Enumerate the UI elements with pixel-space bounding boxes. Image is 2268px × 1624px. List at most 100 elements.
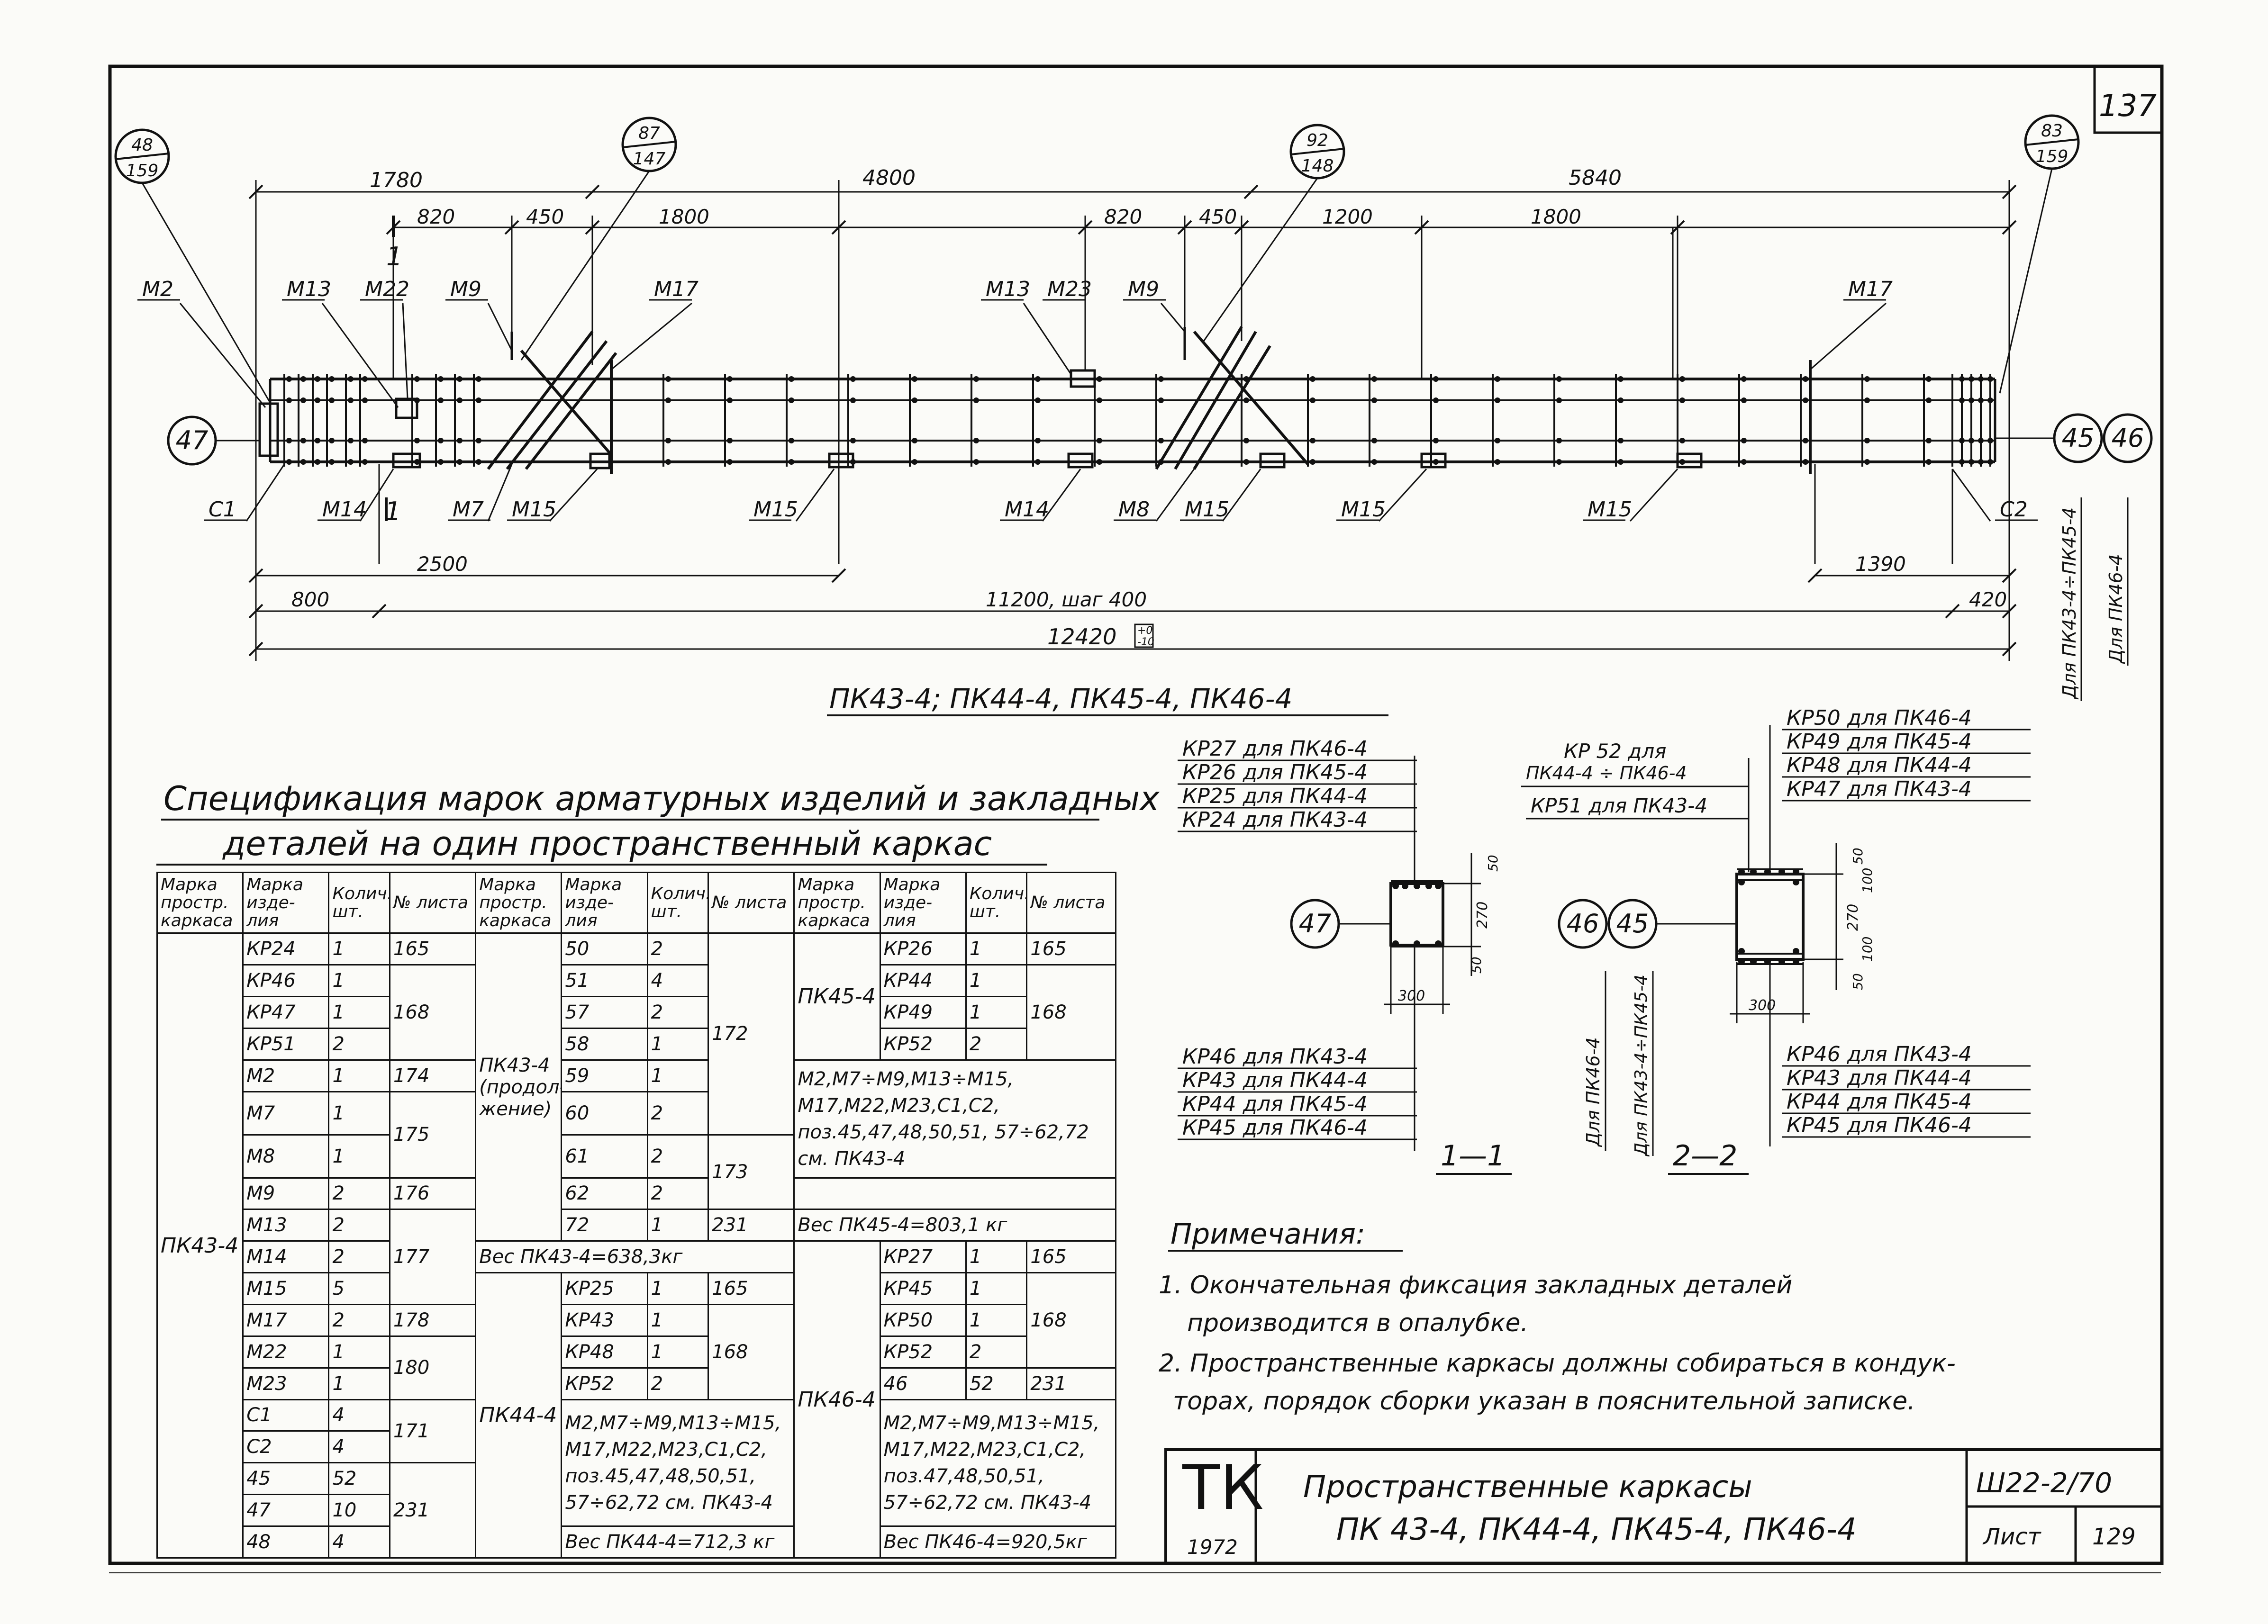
node-circle: 47	[167, 415, 260, 466]
sheet-no: 165	[1026, 932, 1116, 966]
sheet-no: 171	[389, 1398, 477, 1464]
qty: 1	[328, 1091, 390, 1136]
side-note-pk43-45: Для ПК43-4÷ПК45-4	[2059, 507, 2080, 700]
qty: 1	[328, 995, 390, 1029]
bar-dot	[329, 376, 335, 382]
item-mark: М17	[242, 1303, 330, 1337]
bar-dot	[1978, 376, 1984, 382]
pk45-note-cont: М2,М7÷М9,М13÷М15, М17,М22,М23,С1,С2, поз…	[793, 1177, 1116, 1210]
node-circle: 45	[1995, 413, 2103, 463]
bar-dot	[1158, 376, 1164, 382]
bar-dot	[1738, 958, 1745, 965]
dim-tick	[1945, 604, 1960, 619]
dim-tick	[2002, 641, 2017, 657]
s22-label: 2—2	[1673, 1139, 1737, 1173]
item-mark: М2	[242, 1059, 330, 1092]
qty: 1	[646, 1209, 709, 1242]
bar-dot	[1371, 397, 1377, 403]
bar-dot	[1371, 459, 1377, 465]
bar-dot	[1987, 459, 1993, 465]
item-mark: КР52	[879, 1335, 967, 1369]
dim-tick	[1670, 220, 1685, 235]
mark-leader	[1378, 468, 1427, 522]
mark-label: М17	[1848, 277, 1893, 301]
bar-dot	[362, 397, 368, 403]
s11-dim-width: 300	[1398, 988, 1425, 1004]
dim-1780: 1780	[370, 168, 423, 192]
bar-dot	[300, 376, 306, 382]
sheet-no: 231	[708, 1209, 795, 1242]
dim-tick	[1078, 220, 1093, 235]
frame-pk43-4-cont: ПК43-4 (продол- жение)	[475, 932, 562, 1242]
qty: 1	[965, 932, 1028, 966]
qty: 4	[646, 964, 709, 997]
qty: 2	[646, 1367, 709, 1400]
bar-dot	[1392, 940, 1399, 947]
bar-dot	[850, 376, 856, 382]
bar-dot	[665, 459, 671, 465]
dim-800: 800	[291, 588, 329, 611]
qty: 2	[646, 932, 709, 966]
bar-dot	[1618, 397, 1624, 403]
reinforcement-callout: КР27 для ПК46-4	[1182, 737, 1368, 761]
sheet-no: 172	[708, 932, 795, 1136]
sheet-no: 173	[708, 1134, 795, 1210]
bar-dot	[1778, 868, 1785, 875]
bar-dot	[1741, 438, 1747, 443]
qty: 1	[965, 964, 1028, 997]
dim-tick	[831, 568, 846, 583]
qty: 1	[328, 1059, 390, 1092]
reinforcement-callout: КР44 для ПК45-4	[1182, 1092, 1368, 1116]
mark-leader	[321, 303, 399, 408]
item-mark: С1	[242, 1398, 330, 1432]
bar-dot	[1978, 438, 1984, 443]
svg-text:46: 46	[2112, 423, 2144, 453]
pk44-weight: Вес ПК44-4=712,3 кг	[561, 1525, 795, 1559]
qty: 1	[965, 1240, 1028, 1274]
bar-dot	[1738, 948, 1745, 955]
qty: 2	[965, 1027, 1028, 1061]
frame-pk43-4: ПК43-4	[156, 932, 244, 1559]
bar-dot	[315, 459, 320, 465]
bar-dot	[1402, 883, 1408, 889]
hdr-sheet-3: № листа	[1026, 871, 1116, 934]
bar-dot	[476, 459, 481, 465]
mark-label: М15	[1341, 497, 1386, 522]
qty: 2	[328, 1177, 390, 1210]
node-circle: 46	[1558, 899, 1608, 949]
mark-label: М15	[753, 497, 798, 522]
bar-dot	[1097, 459, 1102, 465]
stamp-title-1: Пространственные каркасы	[1303, 1470, 1752, 1505]
bar-dot	[1987, 397, 1993, 403]
embedded-plate-m2	[258, 402, 279, 457]
bar-dot	[1035, 438, 1041, 443]
pk46-note: М2,М7÷М9,М13÷М15, М17,М22,М23,С1,С2, поз…	[879, 1398, 1117, 1527]
reinforcement-callout: КР26 для ПК45-4	[1182, 760, 1368, 785]
svg-text:83: 83	[2041, 121, 2063, 141]
bar-dot	[1556, 397, 1562, 403]
bar-dot	[1750, 868, 1757, 875]
qty: 1	[646, 1335, 709, 1369]
bar-dot	[286, 376, 292, 382]
dim-1200: 1200	[1322, 205, 1373, 228]
item-mark: 57	[561, 995, 648, 1029]
dim-tick	[1807, 568, 1823, 583]
mark-leader	[1023, 303, 1072, 375]
mark-leader	[179, 303, 266, 408]
bar-dot	[973, 459, 979, 465]
bar-dot	[1310, 438, 1315, 443]
dim-tick	[2002, 184, 2017, 199]
bar-dot	[438, 438, 444, 443]
item-mark: М22	[242, 1335, 330, 1369]
reinforcement-callout: КР47 для ПК43-4	[1787, 777, 1972, 801]
dim-tick	[248, 568, 263, 583]
frame-pk46-4: ПК46-4	[793, 1240, 881, 1559]
bar-dot	[348, 397, 354, 403]
bar-dot	[438, 397, 444, 403]
bar-dot	[476, 438, 481, 443]
qty: 1	[328, 1367, 390, 1400]
item-mark: 62	[561, 1177, 648, 1210]
bar-dot	[1425, 883, 1432, 889]
dim-tick	[1414, 220, 1429, 235]
